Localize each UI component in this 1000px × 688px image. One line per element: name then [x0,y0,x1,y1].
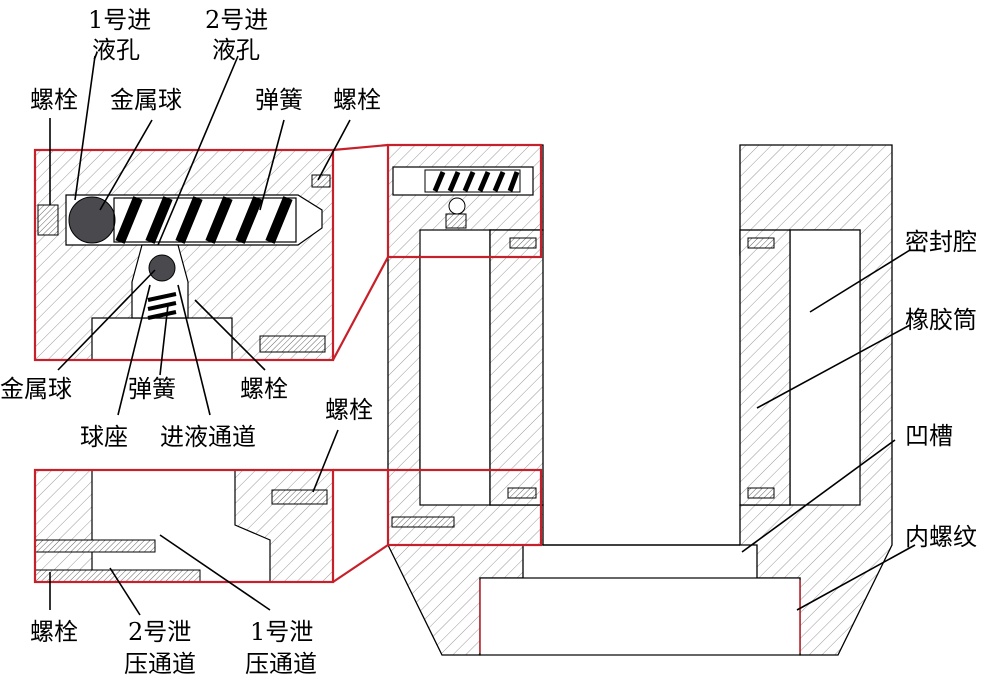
metal-ball [68,196,116,244]
bolt-icon [311,174,331,188]
label-relief-2-line2: 压通道 [124,650,196,678]
small-spring-icon [445,213,467,229]
zoom-connector [332,143,389,152]
left-seal-cavity [419,229,491,506]
label-inlet-1-line2: 液孔 [92,36,140,64]
bolt-icon [37,204,59,236]
label-bolt-top-right: 螺栓 [333,86,381,114]
top-detail-view [33,143,389,362]
label-bolt-middle: 螺栓 [240,375,288,403]
label-inlet-1-line1: 1号进 [88,6,151,34]
relief-channel-icon [391,516,455,528]
label-seal-cavity: 密封腔 [905,228,977,256]
seal-cavity [789,229,861,506]
label-inlet-2-line2: 液孔 [212,36,260,64]
internal-thread-bore [479,577,801,656]
zoom-connector [332,256,389,361]
detail-frame-top [386,143,543,259]
label-metal-ball-top: 金属球 [110,86,182,114]
label-metal-ball-bottom: 金属球 [0,375,72,403]
label-ball-seat: 球座 [80,423,128,451]
label-inlet-2-line1: 2号进 [205,6,268,34]
label-relief-1-line2: 压通道 [245,650,317,678]
bolt-icon [507,487,537,499]
label-internal-thread: 内螺纹 [905,523,977,551]
detail-frame-bottom [386,468,543,547]
detail-frame-bottom-zoom [33,468,335,584]
label-spring-bottom: 弹簧 [128,375,176,403]
relief-channel-2-icon [34,539,156,553]
label-inlet-channel: 进液通道 [160,423,256,451]
bolt-icon [747,487,775,499]
bottom-detail-view [33,468,389,584]
zoom-connector [332,544,389,583]
label-bolt-top-left: 螺栓 [30,86,78,114]
label-relief-2-line1: 2号泄 [128,618,191,646]
small-spring-icon [432,171,520,192]
label-spring-top: 弹簧 [255,86,303,114]
main-assembly [386,143,893,656]
detail-frame-top-zoom [33,148,335,362]
spring-icon [115,196,293,244]
bolt-icon [271,489,328,505]
rubber-tube [739,229,791,506]
label-groove: 凹槽 [905,422,953,450]
bolt-icon [259,335,326,353]
labels: 1号进 液孔 2号进 液孔 螺栓 金属球 弹簧 螺栓 金属球 弹簧 螺栓 螺栓 … [0,6,977,678]
leader-lines [49,55,916,616]
label-rubber-tube: 橡胶筒 [905,306,977,334]
label-bolt-bottom: 螺栓 [30,618,78,646]
label-relief-1-line1: 1号泄 [250,618,313,646]
spring-small-icon [147,292,177,320]
metal-ball-small [148,254,176,282]
bolt-icon [509,237,537,249]
label-bolt-right: 螺栓 [325,396,373,424]
bolt-icon [747,237,775,249]
spring-guide [113,197,297,243]
small-ball-icon [448,197,466,215]
rubber-tube-left [489,229,544,506]
